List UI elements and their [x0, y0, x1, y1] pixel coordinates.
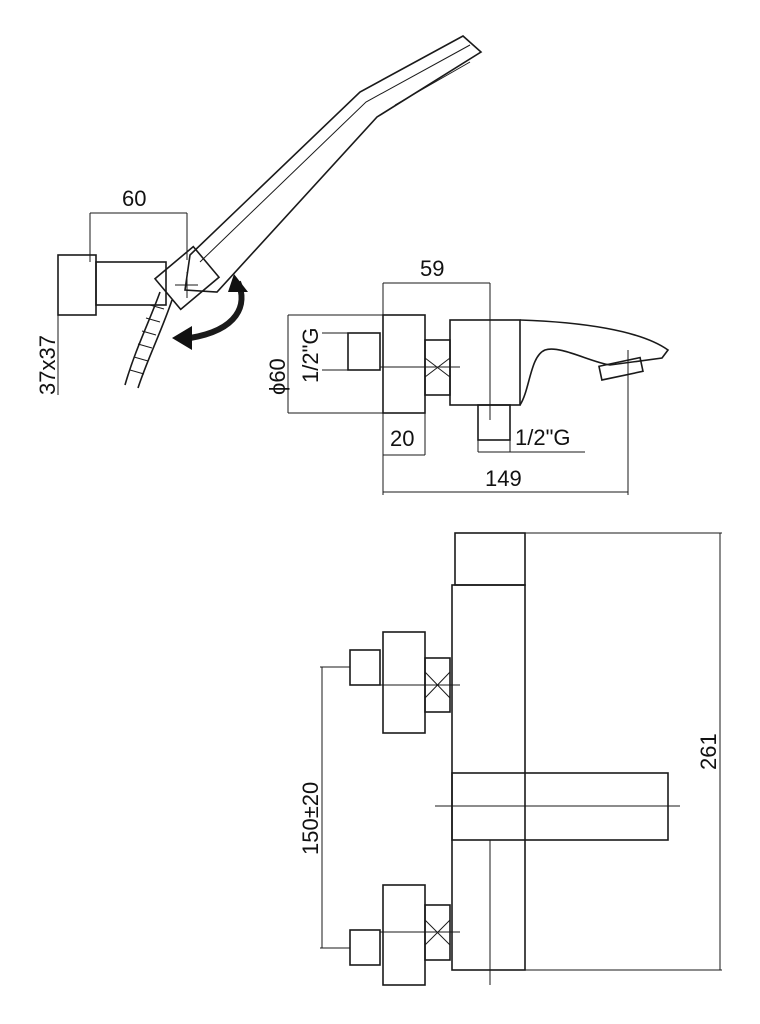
- dim-outlet-thread: 1/2"G: [515, 425, 571, 450]
- front-view: 261 150±20: [298, 532, 722, 986]
- mixer-body: [449, 319, 521, 406]
- dim-holder-plate: 37x37: [35, 335, 60, 395]
- aerator: [598, 356, 644, 381]
- dim-inlet-spacing: 150±20: [298, 782, 323, 855]
- dim-flange-depth: 20: [390, 426, 414, 451]
- handshower-holder-view: 60 37x37: [35, 35, 483, 395]
- dim-holder-width: 60: [122, 186, 146, 211]
- inlet-pipe: [347, 332, 381, 371]
- top-cap: [454, 532, 526, 586]
- dim-inlet-thread: 1/2"G: [298, 327, 323, 383]
- dim-total-height: 261: [696, 733, 721, 770]
- dim-diameter: ϕ60: [265, 358, 290, 395]
- holder-arm: [95, 261, 167, 306]
- hand-shower: [184, 35, 483, 293]
- wall-plate: [57, 254, 97, 316]
- eccentric-bottom: [320, 840, 491, 986]
- shower-clamp: [153, 245, 221, 311]
- outlet: [477, 404, 511, 441]
- side-view: 59 ϕ60 1/2"G 1/2"G 20 149: [265, 256, 670, 495]
- hose: [124, 291, 173, 389]
- spout: [519, 319, 670, 406]
- dim-depth-axis: 59: [420, 256, 444, 281]
- flange: [382, 314, 426, 414]
- dim-total-depth: 149: [485, 466, 522, 491]
- eccentric-top: [320, 631, 460, 734]
- mixer-body-front: [451, 584, 526, 971]
